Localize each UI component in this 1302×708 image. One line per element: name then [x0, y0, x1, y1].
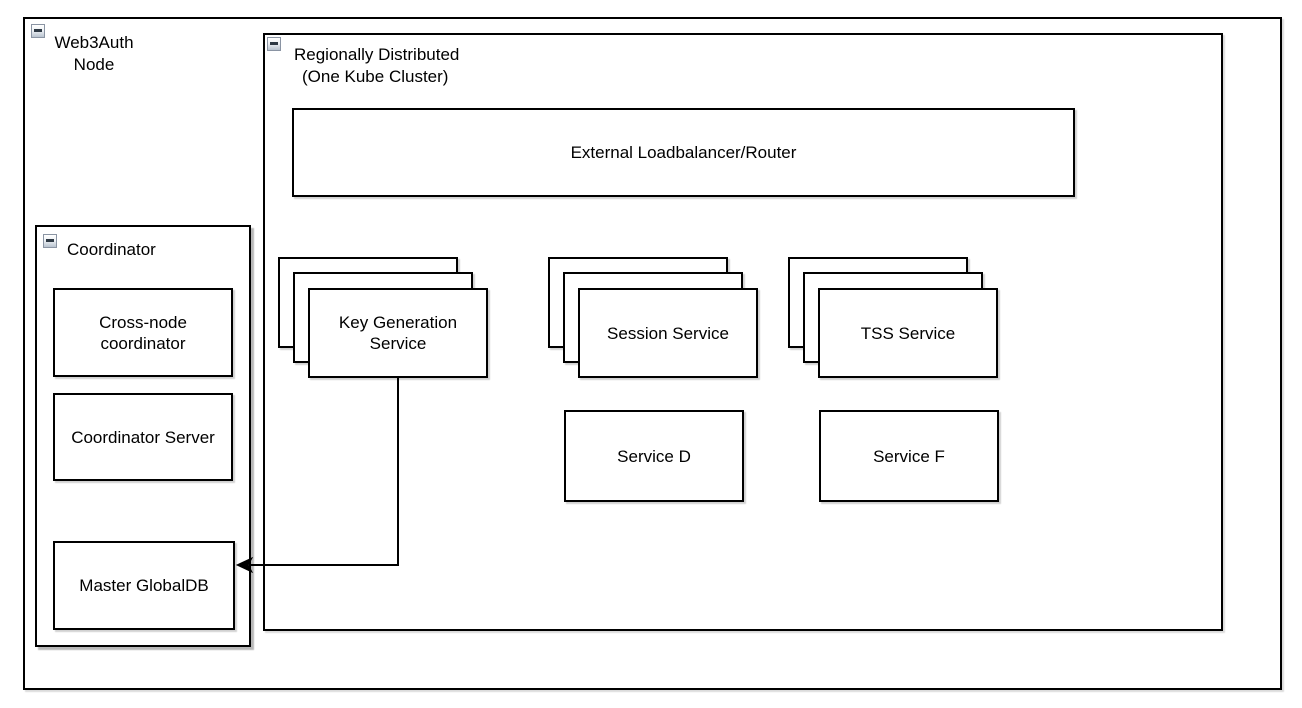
- keygen-service-label: Key Generation Service: [338, 313, 458, 353]
- web3auth-node-label-line1: Web3Auth: [54, 33, 134, 52]
- keygen-service-box[interactable]: Key Generation Service: [308, 288, 488, 378]
- loadbalancer-box[interactable]: External Loadbalancer/Router: [292, 108, 1075, 197]
- master-globaldb-label: Master GlobalDB: [79, 576, 209, 595]
- coordinator-server-box[interactable]: Coordinator Server: [53, 393, 233, 481]
- service-d-box[interactable]: Service D: [564, 410, 744, 502]
- coordinator-label: Coordinator: [67, 240, 156, 259]
- session-service-box[interactable]: Session Service: [578, 288, 758, 378]
- loadbalancer-label: External Loadbalancer/Router: [570, 143, 797, 162]
- tss-service-box[interactable]: TSS Service: [818, 288, 998, 378]
- kube-cluster-label: Regionally Distributed (One Kube Cluster…: [294, 44, 459, 88]
- kube-cluster-label-line2: (One Kube Cluster): [302, 67, 449, 86]
- kube-cluster-label-line1: Regionally Distributed: [294, 45, 460, 64]
- session-service-label: Session Service: [607, 323, 729, 343]
- cross-node-coordinator-label: Cross-node coordinator: [99, 312, 187, 353]
- cross-node-coordinator-box[interactable]: Cross-node coordinator: [53, 288, 233, 377]
- web3auth-node-label: Web3Auth Node: [36, 32, 152, 76]
- tss-service-label: TSS Service: [860, 323, 956, 343]
- collapse-minus-icon[interactable]: [31, 24, 45, 38]
- collapse-minus-icon[interactable]: [267, 37, 281, 51]
- coordinator-server-label: Coordinator Server: [71, 427, 215, 447]
- web3auth-node-label-line2: Node: [73, 55, 115, 74]
- service-f-label: Service F: [873, 446, 945, 466]
- master-globaldb-box[interactable]: Master GlobalDB: [53, 541, 235, 630]
- collapse-minus-icon[interactable]: [43, 234, 57, 248]
- service-d-label: Service D: [617, 446, 691, 466]
- service-f-box[interactable]: Service F: [819, 410, 999, 502]
